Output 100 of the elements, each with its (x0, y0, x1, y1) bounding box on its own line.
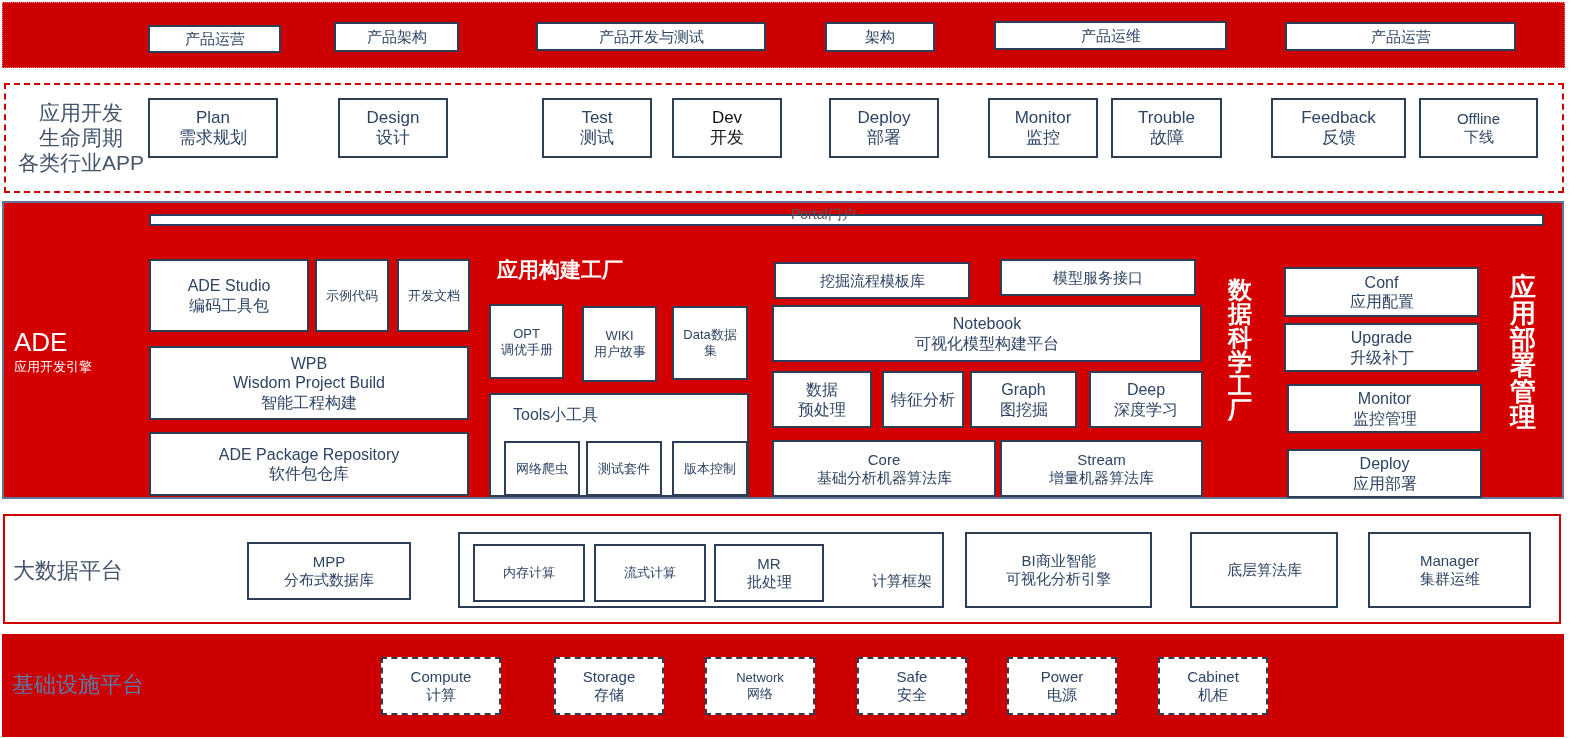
box-title: OPT (512, 325, 541, 342)
box-subtitle: 网络 (746, 686, 774, 702)
module-box (1000, 440, 1203, 497)
box-subtitle: 反馈 (1320, 128, 1357, 149)
box-title: 产品架构 (365, 28, 428, 46)
box-subtitle: 部署 (866, 128, 902, 149)
box-title: Graph (1000, 380, 1047, 400)
section-heading: 应用构建工厂 (497, 257, 623, 283)
role-band (2, 2, 1565, 68)
box-title: WIKI (604, 328, 635, 344)
module-box (582, 306, 657, 382)
box-title: Data数据集 (682, 327, 738, 359)
box-subtitle: 存储 (593, 686, 625, 704)
box-title: 产品运营 (1369, 27, 1432, 46)
module-box (988, 98, 1098, 158)
box-title: Storage (581, 668, 637, 686)
module-box (149, 259, 309, 332)
box-title: Test (580, 107, 614, 128)
box-subtitle: 用户故事 (592, 344, 647, 360)
module-box (148, 25, 281, 53)
module-box (1368, 532, 1531, 608)
section-heading: 应用部署管理 (1510, 274, 1537, 430)
module-box (473, 544, 585, 602)
box-subtitle: 编码工具包 (188, 295, 270, 315)
box-subtitle: 可视化模型构建平台 (914, 333, 1060, 353)
box-title: MR (756, 555, 782, 573)
module-box (772, 371, 872, 428)
box-subtitle: 软件包仓库 (268, 464, 350, 484)
module-box (1111, 98, 1222, 158)
box-subtitle: 安全 (896, 686, 928, 704)
module-box (1000, 259, 1196, 296)
box-title: 产品运营 (183, 30, 246, 48)
resource-box (1007, 657, 1117, 715)
engine-panel (2, 201, 1564, 499)
section-heading: 数据科学工厂 (1228, 278, 1253, 422)
box-title: Notebook (951, 314, 1023, 334)
box-subtitle: 批处理 (745, 573, 793, 591)
module-box (825, 22, 935, 52)
box-title: 底层算法库 (1225, 561, 1303, 579)
box-title: Monitor (1013, 107, 1073, 128)
framework-group-box (458, 532, 944, 608)
box-subtitle: 调优手册 (499, 341, 554, 358)
module-box (1284, 267, 1479, 317)
box-title: Monitor (1356, 389, 1413, 409)
box-title: 网络爬虫 (515, 460, 569, 477)
box-title: 测试套件 (597, 460, 651, 477)
box-title: 产品运维 (1079, 26, 1142, 45)
box-title: 架构 (864, 28, 896, 46)
box-subtitle: 升级补丁 (1348, 347, 1415, 367)
module-box (149, 346, 469, 420)
engine-subtitle: 应用开发引擎 (14, 358, 92, 376)
box-title: ADE Package Repository (217, 444, 401, 464)
band-title: 大数据平台 (13, 557, 123, 585)
module-box (149, 432, 469, 496)
resource-box (857, 657, 967, 715)
module-box (1089, 371, 1203, 428)
module-box (542, 98, 652, 158)
band-title: 各类行业APP (17, 150, 145, 176)
box-title: 内存计算 (502, 565, 556, 581)
box-title: Power (1039, 668, 1085, 686)
module-box (772, 440, 996, 497)
box-title: 模型服务接口 (1052, 268, 1144, 287)
box-title: Compute (409, 668, 473, 686)
box-subtitle: 计算 (425, 686, 457, 704)
box-subtitle: 可视化分析引擎 (1005, 570, 1112, 588)
box-title: BI商业智能 (1020, 552, 1097, 570)
box-subtitle: 集群运维 (1418, 570, 1481, 588)
box-subtitle: 深度学习 (1113, 399, 1179, 419)
band-title: 生命周期 (38, 125, 124, 151)
box-title: Upgrade (1349, 328, 1414, 348)
module-box (315, 259, 389, 332)
module-box (1287, 384, 1482, 433)
box-title: Safe (895, 668, 929, 686)
module-box (672, 98, 782, 158)
module-box (247, 542, 411, 600)
band-title: 应用开发 (38, 100, 124, 126)
box-subtitle: 设计 (375, 128, 411, 149)
box-subtitle: 监控 (1025, 128, 1061, 149)
box-subtitle: 下线 (1462, 128, 1495, 146)
box-title: 数据 (805, 380, 839, 400)
box-title: Deploy (856, 107, 912, 128)
module-box (504, 441, 580, 496)
box-subtitle: 机柜 (1197, 686, 1229, 704)
box-title: 挖掘流程模板库 (818, 271, 926, 290)
module-box (1285, 22, 1516, 51)
module-box (594, 544, 706, 602)
module-box (1419, 98, 1538, 158)
box-title: Design (365, 107, 421, 128)
lifecycle-band (4, 83, 1564, 193)
box-subtitle: 测试 (579, 128, 615, 149)
box-subtitle: 监控管理 (1351, 408, 1418, 428)
resource-box (381, 657, 501, 715)
box-title: 版本控制 (683, 460, 737, 477)
module-box (338, 98, 448, 158)
band-title: 基础设施平台 (12, 671, 144, 699)
box-title: MPP (311, 553, 347, 571)
module-box (1287, 449, 1482, 498)
box-subtitle: 故障 (1148, 128, 1185, 149)
module-box (1271, 98, 1406, 158)
box-title: 示例代码 (325, 287, 379, 304)
